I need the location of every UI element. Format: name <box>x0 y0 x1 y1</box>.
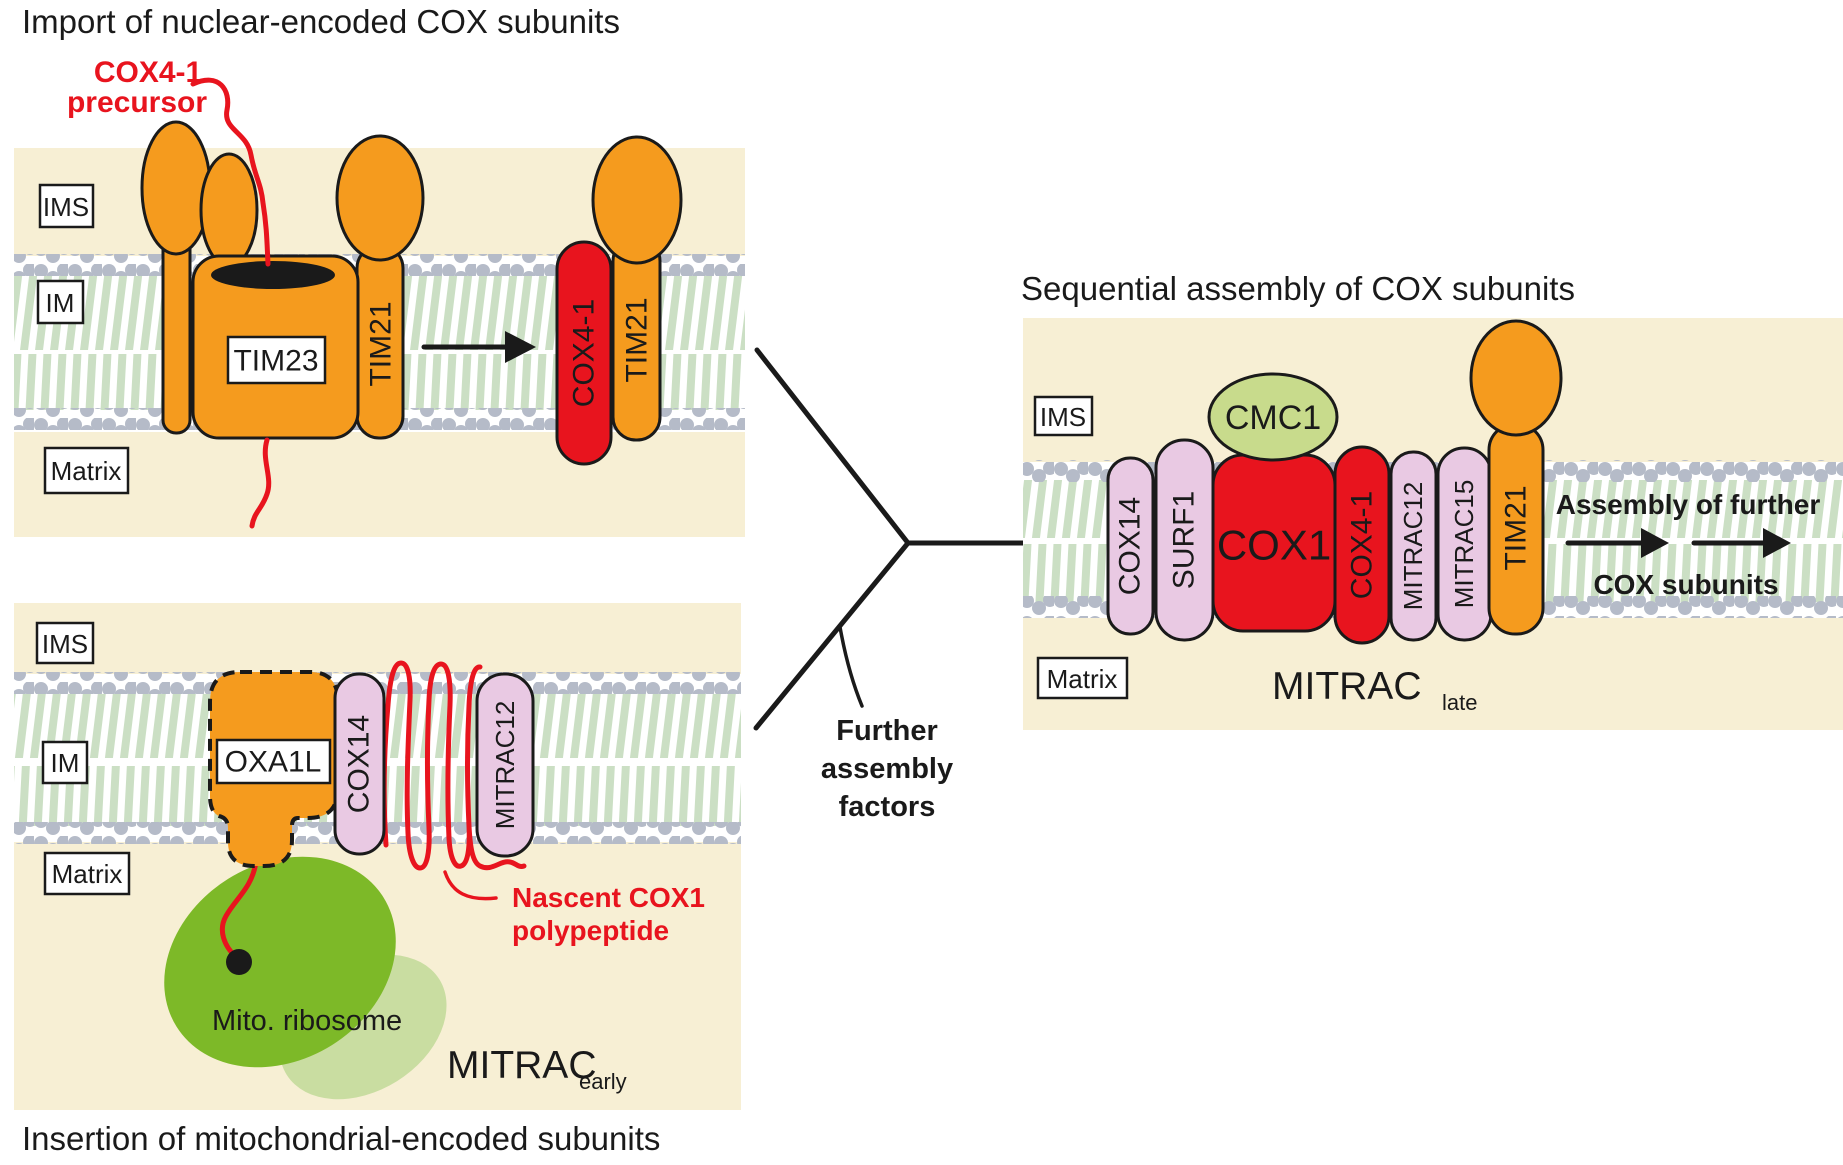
mitrac-late-complex: COX14 SURF1 COX1 COX4-1 MITRAC12 MITRAC1… <box>1106 319 1563 645</box>
im-label-import: IM <box>46 288 75 318</box>
cox1-label: COX1 <box>1217 522 1331 569</box>
ims-box-import <box>38 183 95 229</box>
mitrac-late-subscript: late <box>1442 690 1477 715</box>
mitrac-early-subscript: early <box>579 1069 627 1094</box>
tim21-released-head <box>591 135 683 265</box>
mitrac12-capsule-insertion <box>475 672 535 858</box>
cox41-precursor-chain-top <box>190 77 271 267</box>
im-label-insertion: IM <box>51 748 80 778</box>
matrix-box-assembly <box>1036 656 1129 700</box>
cox41-label-assembly: COX4-1 <box>1346 491 1379 599</box>
ims-label-import: IMS <box>43 192 89 222</box>
assembly-further-line1: Assembly of further <box>1556 489 1821 520</box>
panel-assembly: COX14 SURF1 COX1 COX4-1 MITRAC12 MITRAC1… <box>1023 318 1843 730</box>
cox41-released-label: COX4-1 <box>568 299 601 407</box>
cox41-released-capsule <box>555 240 613 466</box>
further-factors-curve <box>838 625 864 708</box>
nascent-pointer-curve <box>443 870 498 901</box>
mitrac-late-name: MITRAC <box>1272 665 1422 708</box>
tim23-complex: TIM23 TIM21 <box>140 120 425 440</box>
oxa1l-label-box <box>215 738 332 785</box>
mitrac12-capsule-assembly <box>1389 450 1438 642</box>
cox41-precursor-chain-bottom <box>249 437 272 529</box>
tim23-channel-opening <box>211 261 335 289</box>
matrix-box-insertion <box>43 851 131 896</box>
mitrac12-label-assembly: MITRAC12 <box>1398 482 1428 611</box>
nascent-cox1-chain <box>381 660 527 871</box>
further-factors-line2: assembly <box>821 753 953 785</box>
fork-lower-branch <box>753 540 911 731</box>
tim23-label: TIM23 <box>233 345 318 378</box>
precursor-label-line1: COX4-1 <box>94 56 202 89</box>
mitrac-early-name: MITRAC <box>447 1044 597 1087</box>
receptor-head <box>140 120 212 256</box>
mitrac12-label-insertion: MITRAC12 <box>490 701 520 830</box>
receptor-head-small <box>199 152 259 268</box>
panel-import-title: Import of nuclear-encoded COX subunits <box>22 3 620 40</box>
cox14-label-insertion: COX14 <box>343 715 376 813</box>
mrna-attachment-dot <box>226 949 252 975</box>
nascent-label-line1: Nascent COX1 <box>512 882 705 913</box>
ims-box-assembly <box>1033 395 1094 437</box>
matrix-label-assembly: Matrix <box>1047 664 1118 694</box>
tim21-released-label: TIM21 <box>621 297 654 382</box>
matrix-label-insertion: Matrix <box>52 859 123 889</box>
cox14-label-assembly: COX14 <box>1114 497 1147 595</box>
cmc1-label: CMC1 <box>1225 399 1321 437</box>
ribosome-label: Mito. ribosome <box>212 1005 402 1037</box>
tim21-head-assembly <box>1469 319 1563 437</box>
nascent-label-line2: polypeptide <box>512 915 669 946</box>
receptor-handle <box>161 226 192 435</box>
panel-insertion-title: Insertion of mitochondrial-encoded subun… <box>22 1120 660 1157</box>
ims-label-insertion: IMS <box>42 629 88 659</box>
cox41-capsule-assembly <box>1333 445 1391 645</box>
assembly-further-line2: COX subunits <box>1593 569 1778 600</box>
precursor-label-line2: precursor <box>67 86 207 119</box>
mitrac15-label: MITRAC15 <box>1449 480 1479 609</box>
panel-insertion: OXA1L COX14 MITRAC12 Mito. ribosome Nasc… <box>14 603 741 1110</box>
ims-label-assembly: IMS <box>1040 402 1086 432</box>
oxa1l-label: OXA1L <box>225 746 322 779</box>
matrix-box-import <box>43 446 130 495</box>
further-factors-line3: factors <box>839 791 936 823</box>
im-box-insertion <box>41 740 89 785</box>
tim23-label-box <box>226 335 327 385</box>
ims-box-insertion <box>35 621 95 665</box>
im-box-import <box>36 279 85 325</box>
tim21-complex-label: TIM21 <box>365 301 398 386</box>
tim21-head <box>335 134 425 262</box>
ribosome-large-subunit <box>164 856 396 1068</box>
further-factors-line1: Further <box>836 715 938 747</box>
assembly-arrow2-head <box>1763 528 1791 558</box>
panel-import: TIM23 TIM21 COX4-1 precursor COX4-1 TIM2… <box>14 56 745 537</box>
matrix-label-import: Matrix <box>51 456 122 486</box>
surf1-label: SURF1 <box>1168 491 1201 589</box>
cox14-capsule-insertion <box>333 672 386 856</box>
cox41-tim21-released: COX4-1 TIM21 <box>555 135 683 466</box>
nascent-chain-tether <box>219 859 259 960</box>
assembly-arrow1-head <box>1641 528 1669 558</box>
tim21-label-assembly: TIM21 <box>1500 485 1533 570</box>
cox14-capsule-assembly <box>1106 456 1155 636</box>
import-arrow-head <box>505 331 536 363</box>
cmc1-ellipse <box>1207 372 1339 462</box>
fork-upper-branch <box>754 347 911 546</box>
panel-assembly-title: Sequential assembly of COX subunits <box>1021 270 1575 307</box>
